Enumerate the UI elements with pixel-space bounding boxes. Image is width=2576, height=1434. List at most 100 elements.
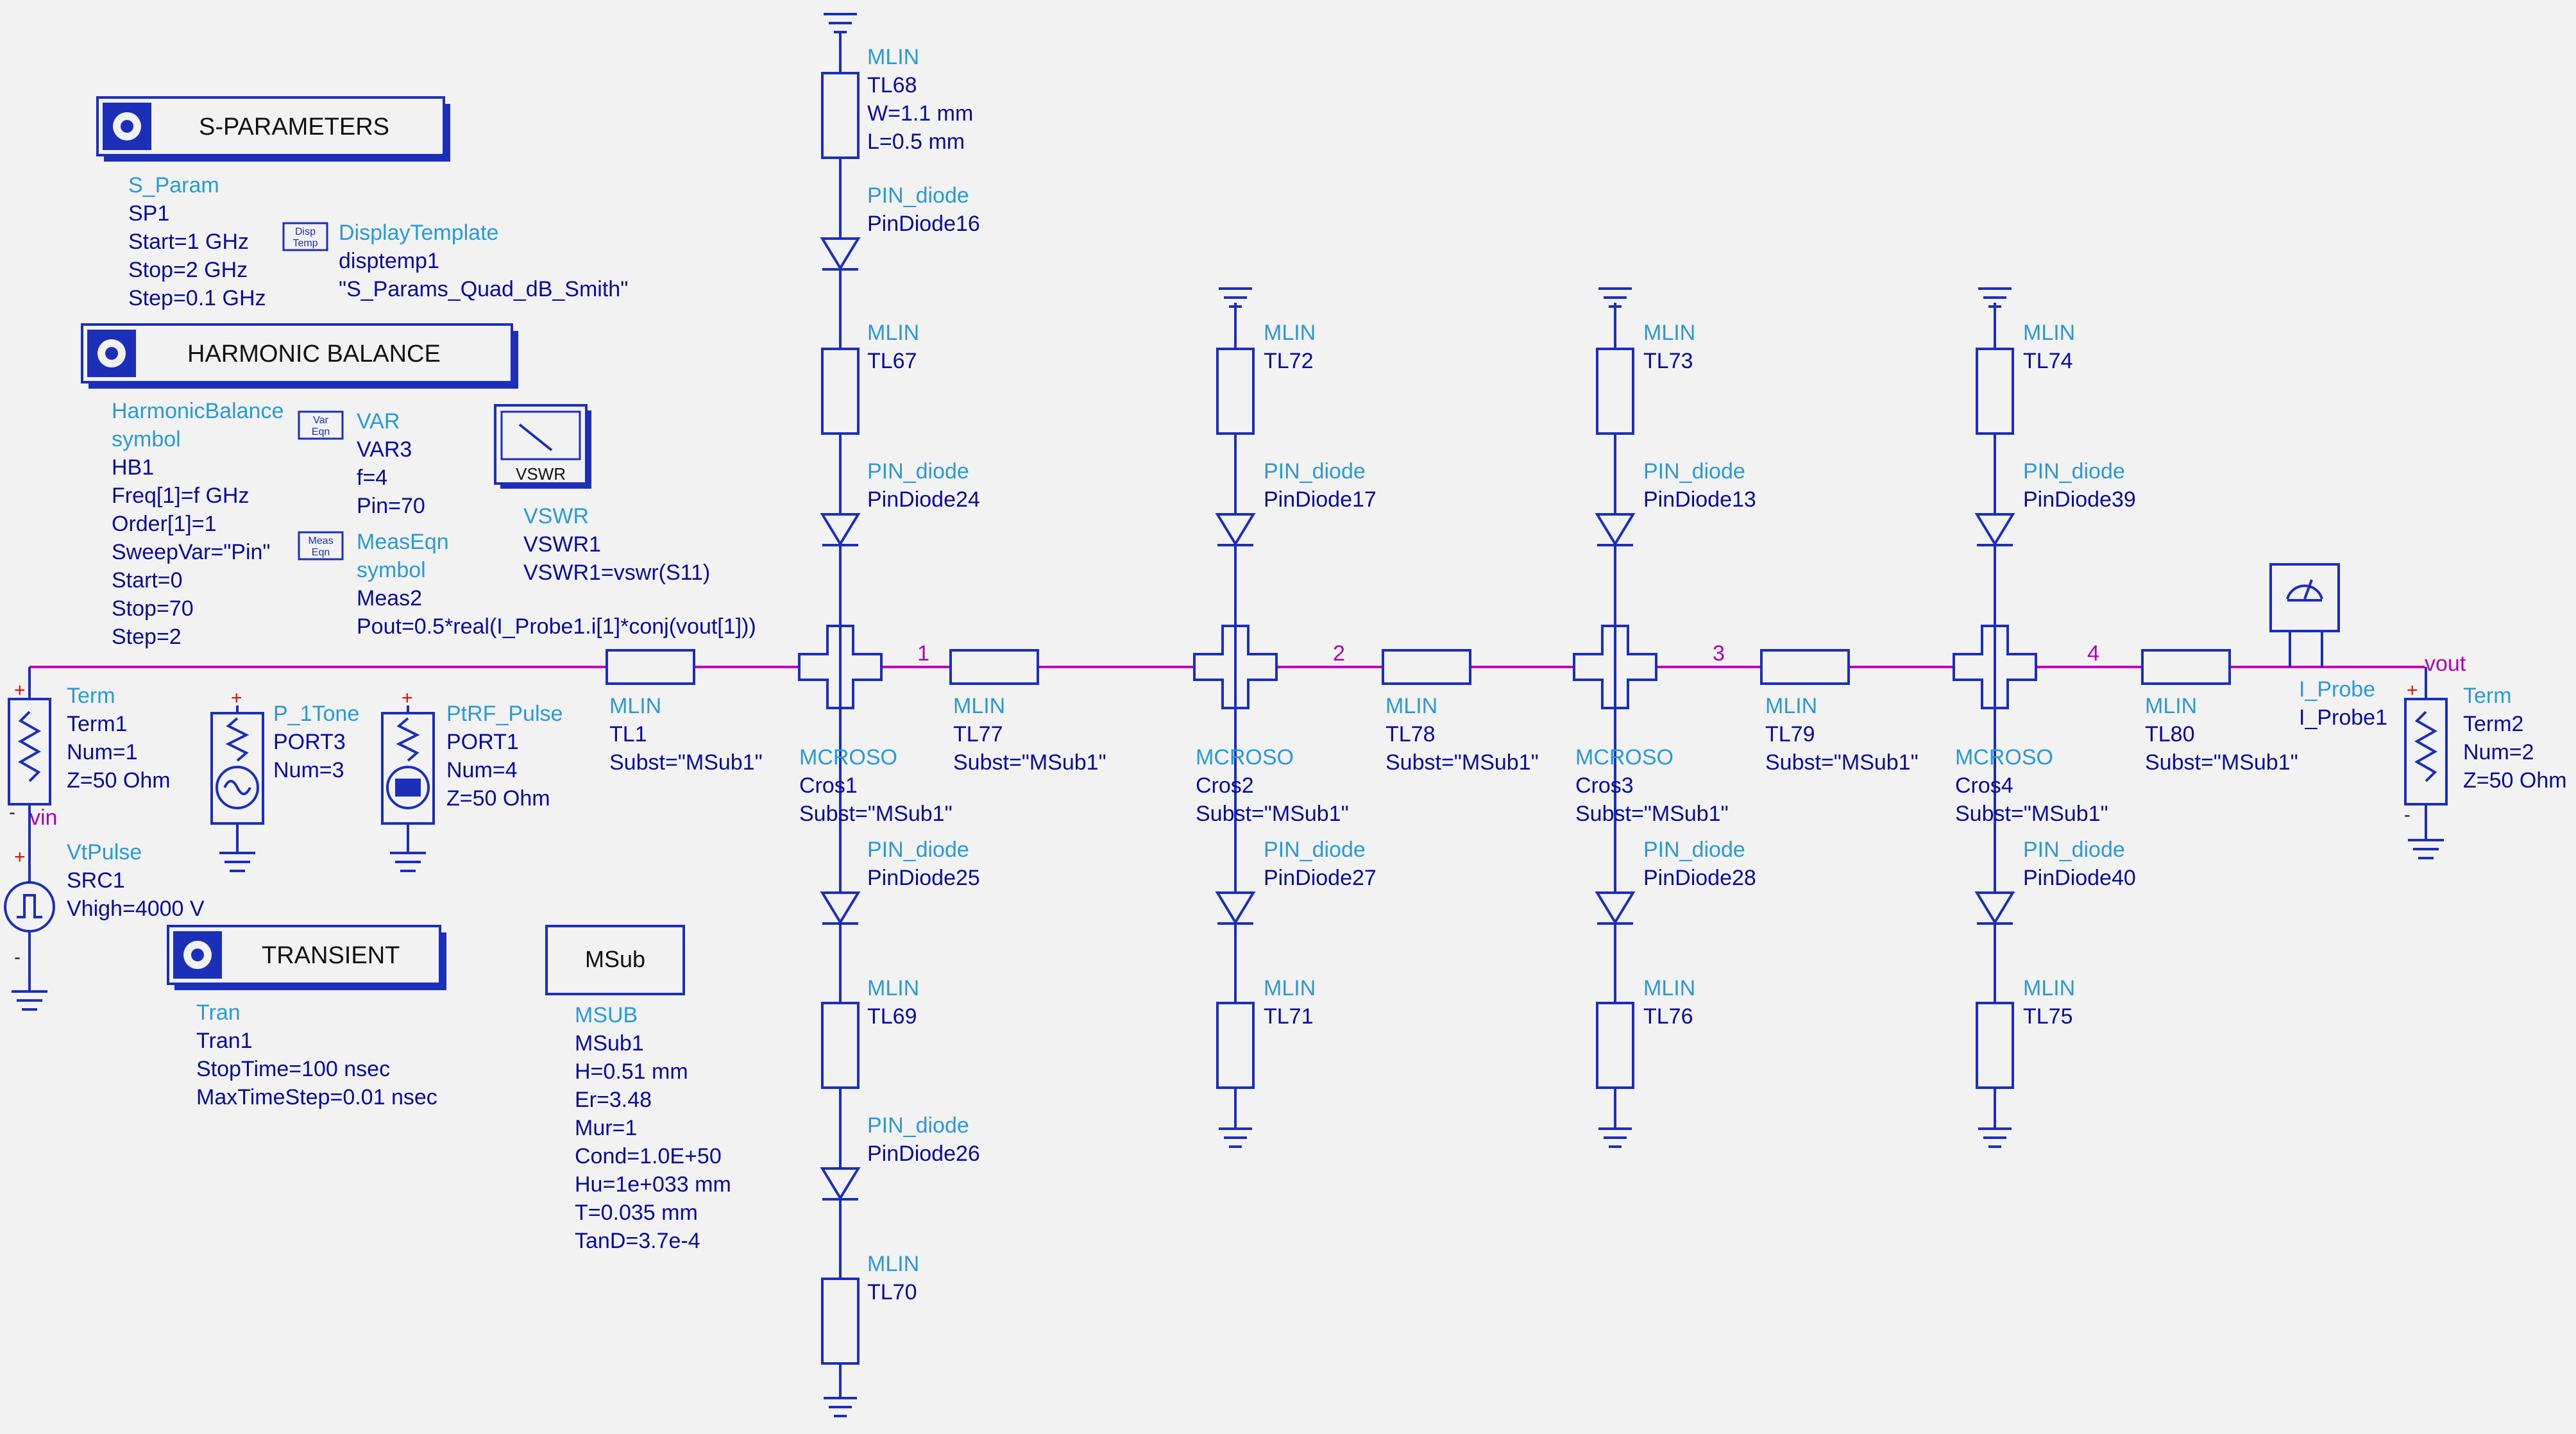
label: MLIN [867,321,919,345]
label: PinDiode17 [1264,487,1377,512]
label: DisplayTemplate [339,221,498,245]
vswr-measurement[interactable]: VSWR VSWR VSWR1 VSWR1=vswr(S11) [494,404,710,585]
mlin-top-4[interactable] [1976,348,2014,435]
vtpulse-source[interactable]: + - [4,847,55,1011]
pin-diode-top-2[interactable] [1215,513,1256,546]
mlin-top-2[interactable] [1216,348,1255,435]
mlin-tl78[interactable] [1382,649,1471,685]
transient-controller[interactable]: TRANSIENT [167,925,446,990]
label: TL1 [609,722,647,747]
label: MCROSO [1196,745,1294,770]
pin-diode-25[interactable] [820,891,861,925]
label: Cros4 [1955,773,2013,798]
label: Subst="MSub1" [953,750,1106,775]
pin-diode-bottom-4[interactable] [1974,891,2015,925]
msub-substrate[interactable]: MSub [545,925,685,995]
mlin-tl80[interactable] [2141,649,2231,685]
display-template[interactable]: Disp Temp DisplayTemplate disptemp1 "S_P… [282,221,628,301]
mlin-tl77[interactable] [949,649,1039,685]
label: TL72 [1264,349,1314,373]
mlin-bottom-3[interactable] [1596,1002,1634,1089]
msub-icon-label: MSub [585,946,645,972]
label: StopTime=100 nsec [196,1057,390,1081]
label: MLIN [953,694,1005,718]
pin-diode-top-4[interactable] [1974,513,2015,546]
mlin-tl79[interactable] [1760,649,1850,685]
label: TL70 [867,1280,917,1304]
mlin-tl69[interactable] [821,1002,860,1089]
label: Cros1 [799,773,858,798]
label: W=1.1 mm [867,101,973,126]
label: HarmonicBalance [112,399,284,423]
label: PinDiode28 [1643,866,1756,890]
label: Subst="MSub1" [609,750,763,775]
label: TL78 [1385,722,1436,747]
label: Num=3 [273,758,344,782]
label: MLIN [1264,321,1316,345]
label: VSWR1=vswr(S11) [523,561,710,585]
label: MLIN [609,694,661,718]
pin-diode-top-3[interactable] [1595,513,1636,546]
label: TL71 [1264,1004,1314,1029]
s-parameters-controller[interactable]: S-PARAMETERS [96,96,450,162]
p1tone-port[interactable]: + [210,687,264,872]
mlin-top-3[interactable] [1596,348,1634,435]
svg-text:Eqn: Eqn [312,547,330,558]
label: PIN_diode [867,459,969,484]
svg-text:+: + [14,680,26,701]
label: TL76 [1643,1004,1693,1029]
label: Pout=0.5*real(I_Probe1.i[1]*conj(vout[1]… [357,614,756,639]
label: MCROSO [799,745,897,770]
pin-diode-bottom-3[interactable] [1595,891,1636,925]
label: Num=2 [2463,740,2534,764]
mlin-tl1[interactable] [606,649,695,685]
label: MLIN [1385,694,1437,718]
svg-text:Temp: Temp [292,238,318,249]
label: PIN_diode [867,183,969,208]
pin-diode-26[interactable] [820,1167,861,1201]
label: Cond=1.0E+50 [575,1144,722,1168]
term1-port[interactable]: + - [8,667,51,847]
label: Mur=1 [575,1116,637,1140]
label: Z=50 Ohm [67,768,171,793]
label: Subst="MSub1" [1575,802,1729,826]
svg-text:Meas: Meas [308,536,333,546]
mlin-tl67[interactable] [821,348,860,435]
mlin-bottom-2[interactable] [1216,1002,1255,1089]
label: MeasEqn [357,530,449,554]
label: MSub1 [575,1031,644,1056]
label: PinDiode25 [867,866,980,890]
term2-port[interactable]: + - [2404,667,2448,859]
harmonic-balance-controller[interactable]: HARMONIC BALANCE [81,323,518,389]
mlin-tl68[interactable] [821,72,860,159]
pin-diode-24[interactable] [820,513,861,546]
label: Start=0 [112,568,183,593]
label: VtPulse [67,840,142,865]
mlin-tl70[interactable] [821,1278,860,1365]
meas-equation[interactable]: Meas Eqn MeasEqn symbol Meas2 Pout=0.5*r… [298,530,756,639]
svg-text:+: + [2407,680,2418,701]
label: PIN_diode [867,838,969,862]
svg-text:-: - [2404,804,2411,825]
net-label: 2 [1333,641,1345,666]
column-2: MLINTL72PIN_diodePinDiode17PIN_diodePinD… [1215,287,1377,1148]
var-equation[interactable]: Var Eqn VAR VAR3 f=4 Pin=70 [298,409,425,518]
label: MCROSO [1575,745,1674,770]
label: PinDiode27 [1264,866,1377,890]
label: TL80 [2145,722,2195,747]
label: Step=0.1 GHz [128,286,266,310]
label: MLIN [2023,321,2075,345]
ptrf-pulse-port[interactable]: + [381,687,435,872]
label: PIN_diode [1264,838,1366,862]
label: Term2 [2463,712,2523,736]
pin-diode-16[interactable] [820,237,861,271]
mlin-bottom-4[interactable] [1976,1002,2014,1089]
label: PinDiode40 [2023,866,2136,890]
label: Order[1]=1 [112,512,216,536]
i-probe[interactable] [2269,563,2340,667]
label: MCROSO [1955,745,2053,770]
pin-diode-bottom-2[interactable] [1215,891,1256,925]
net-label-vin: vin [30,806,57,830]
label: PinDiode16 [867,212,980,236]
